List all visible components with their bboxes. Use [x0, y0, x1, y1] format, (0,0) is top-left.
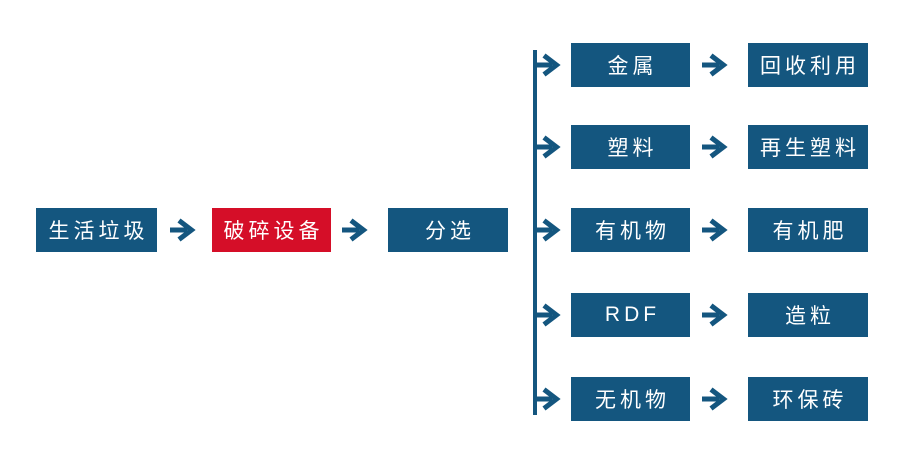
branch-arrow-icon	[534, 386, 564, 412]
node-label: 破碎设备	[223, 220, 324, 243]
node-granulation: 造粒	[748, 293, 868, 337]
node-label: 回收利用	[760, 55, 860, 78]
node-label: 环保砖	[772, 389, 848, 412]
node-label: 塑料	[607, 137, 658, 160]
node-rdf: RDF	[571, 293, 690, 337]
node-recycling: 回收利用	[748, 43, 868, 87]
node-label: 分选	[425, 220, 475, 243]
node-label: 有机物	[595, 220, 670, 243]
right-arrow-icon	[701, 52, 731, 78]
branch-arrow-icon	[534, 217, 564, 243]
right-arrow-icon	[701, 386, 731, 412]
node-label: 无机物	[595, 389, 670, 412]
branch-arrow-icon	[534, 52, 564, 78]
node-organic-fertilizer: 有机肥	[748, 208, 868, 252]
node-label: 再生塑料	[760, 137, 860, 160]
node-crushing-equipment: 破碎设备	[212, 208, 331, 252]
right-arrow-icon	[701, 217, 731, 243]
node-organic-matter: 有机物	[571, 208, 690, 252]
node-label: 有机肥	[772, 220, 848, 243]
node-label: 金属	[607, 55, 658, 78]
branch-arrow-icon	[534, 302, 564, 328]
node-label: 造粒	[785, 305, 835, 328]
node-metal: 金属	[571, 43, 690, 87]
node-eco-brick: 环保砖	[748, 377, 868, 421]
node-sorting: 分选	[388, 208, 508, 252]
node-label: 生活垃圾	[48, 220, 149, 243]
node-recycled-plastic: 再生塑料	[748, 125, 868, 169]
right-arrow-icon	[341, 217, 371, 243]
node-plastic: 塑料	[571, 125, 690, 169]
right-arrow-icon	[701, 302, 731, 328]
right-arrow-icon	[169, 217, 199, 243]
node-household-waste: 生活垃圾	[36, 208, 157, 252]
right-arrow-icon	[701, 134, 731, 160]
node-inorganic-matter: 无机物	[571, 377, 690, 421]
branch-arrow-icon	[534, 134, 564, 160]
node-label: RDF	[604, 303, 661, 326]
